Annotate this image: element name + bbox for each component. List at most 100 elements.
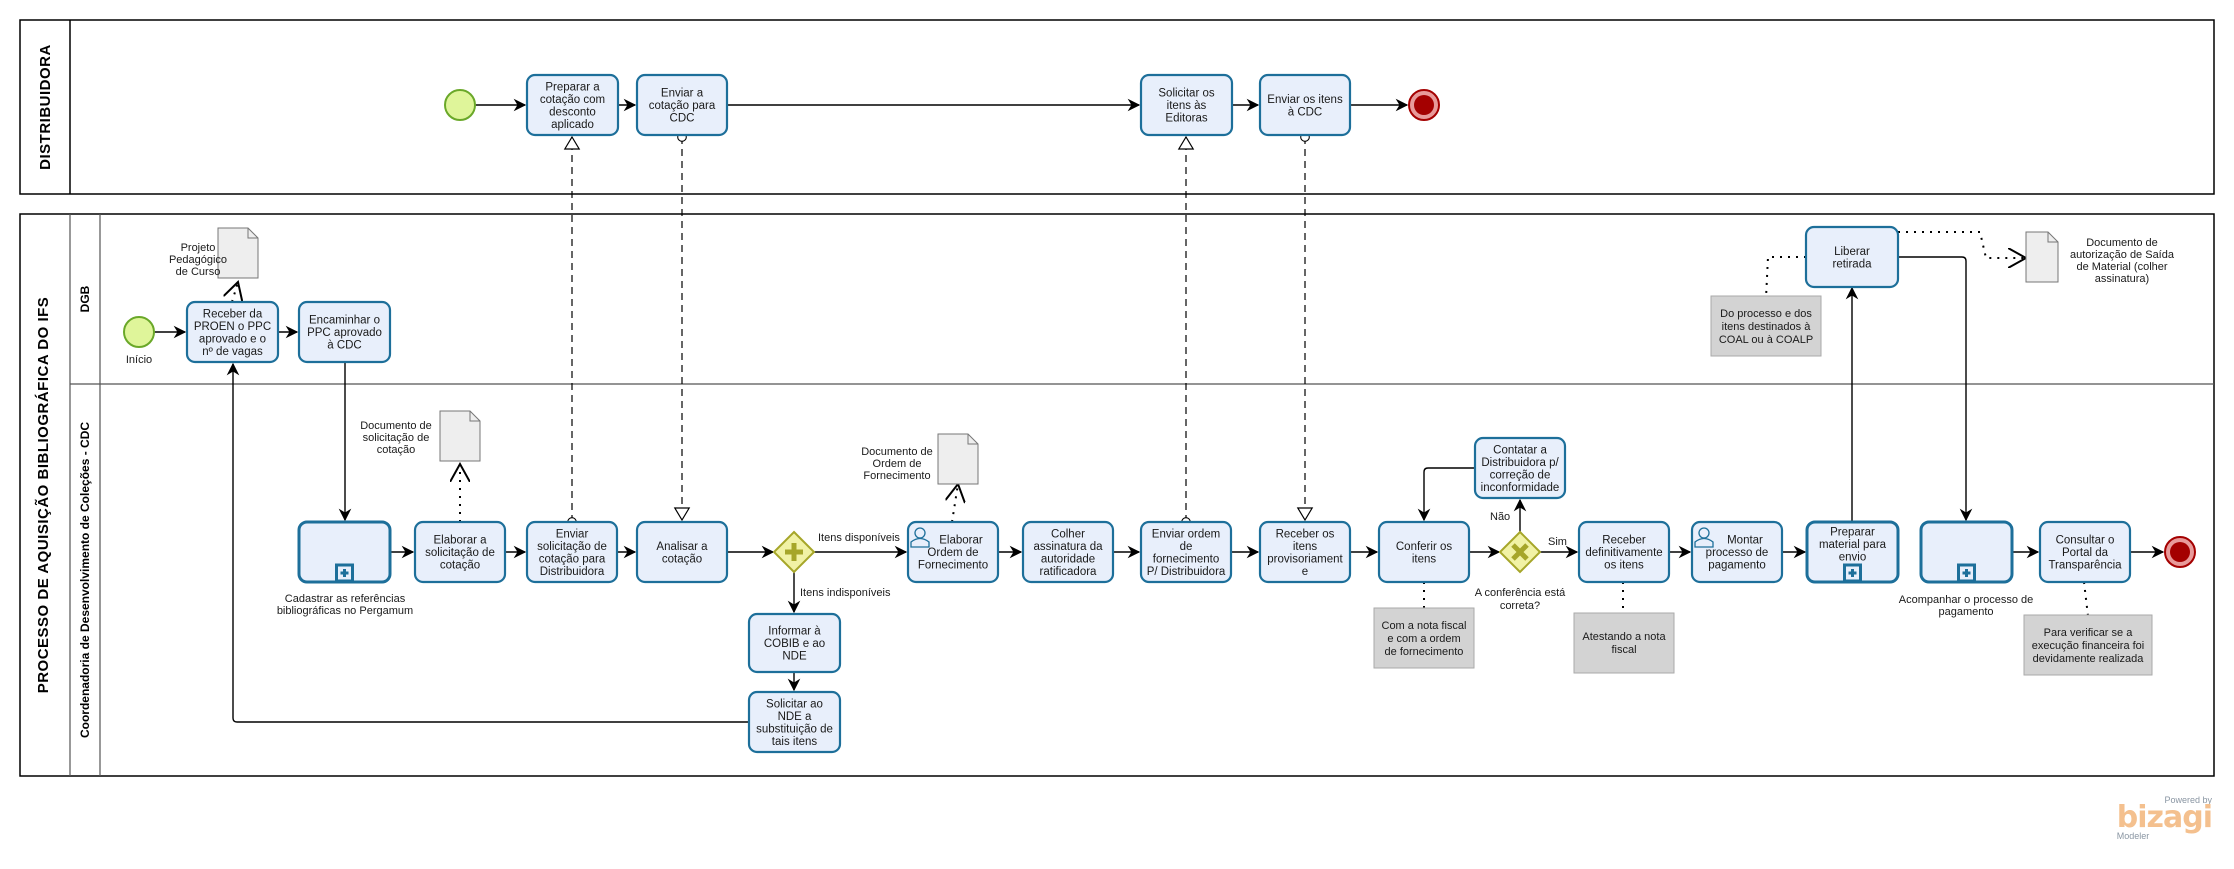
gateway-label-sim: Sim xyxy=(1548,536,1567,548)
task-label-line: Fornecimento xyxy=(918,560,988,572)
svg-text:solicitação de: solicitação de xyxy=(363,432,430,444)
task-label-line: e xyxy=(1302,566,1308,578)
task-label-line: Preparar xyxy=(1830,527,1875,539)
lane-title-dgb: DGB xyxy=(78,285,92,312)
document-autorizacao-saida: Documento de autorização de Saída de Mat… xyxy=(2025,231,2175,285)
svg-text:Atestando a nota: Atestando a nota xyxy=(1582,631,1666,643)
svg-text:Do processo e dos: Do processo e dos xyxy=(1720,308,1812,320)
task-label-line: Editoras xyxy=(1165,113,1207,125)
task-label-line: Analisar a xyxy=(656,541,708,553)
task-label-line: provisoriament xyxy=(1267,553,1343,565)
document-solicitacao-cotacao: Documento de solicitação de cotação xyxy=(360,410,481,462)
exclusive-gateway[interactable] xyxy=(1498,530,1542,574)
task-label-line: Encaminhar o xyxy=(309,315,380,327)
message-flows xyxy=(563,132,1314,527)
svg-text:devidamente realizada: devidamente realizada xyxy=(2033,653,2145,665)
gateway-question-line1: A conferência está xyxy=(1475,587,1566,599)
svg-text:Com a nota fiscal: Com a nota fiscal xyxy=(1382,620,1467,632)
gateway-label-nao: Não xyxy=(1490,511,1510,523)
task-label-line: aplicado xyxy=(551,119,594,131)
task-label-line: nº de vagas xyxy=(202,346,263,358)
svg-text:Projeto: Projeto xyxy=(181,242,216,254)
task-label-line: Informar à xyxy=(768,626,821,638)
document-ppc: Projeto Pedagógico de Curso xyxy=(169,227,259,279)
task-label-line: Contatar a xyxy=(1493,444,1547,456)
task-label-line: material para xyxy=(1819,539,1887,551)
svg-text:Para verificar se a: Para verificar se a xyxy=(2044,627,2134,639)
gateway-question-line2: correta? xyxy=(1500,600,1540,612)
subprocess-plus-icon[interactable] xyxy=(335,563,354,583)
task-label-line: substituição de xyxy=(756,723,833,735)
task-label-line: Preparar a xyxy=(545,81,600,93)
subprocess-plus-icon[interactable] xyxy=(1843,563,1862,583)
task-label-line: os itens xyxy=(1604,560,1644,572)
start-event-distribuidora xyxy=(444,89,476,121)
task-label-line: correção de xyxy=(1490,469,1551,481)
svg-text:cotação: cotação xyxy=(377,444,416,456)
task-label-line: solicitação de xyxy=(537,541,607,553)
svg-text:Documento de: Documento de xyxy=(861,446,933,458)
svg-text:de Curso: de Curso xyxy=(176,266,221,278)
task-label-line: pagamento xyxy=(1708,560,1766,572)
task-label-line: COBIB e ao xyxy=(764,638,825,650)
task-label-line: Enviar ordem xyxy=(1152,528,1220,540)
task-label-line: cotação xyxy=(440,560,480,572)
task-label-line: fornecimento xyxy=(1153,553,1219,565)
task-label-line: Solicitar ao xyxy=(766,698,823,710)
task-label-line: à CDC xyxy=(327,340,362,352)
svg-text:de fornecimento: de fornecimento xyxy=(1385,646,1464,658)
task-label-line: inconformidade xyxy=(1481,482,1560,494)
subprocess-label-acompanhar-2: pagamento xyxy=(1938,606,1993,618)
task-label-line: solicitação de xyxy=(425,547,495,559)
task-label-line: Enviar a xyxy=(661,88,704,100)
task-label-line: Colher xyxy=(1051,528,1085,540)
task-label-line: cotação com xyxy=(540,94,605,106)
svg-text:autorização de Saída: autorização de Saída xyxy=(2070,249,2175,261)
subprocess-plus-icon[interactable] xyxy=(1957,563,1976,583)
task-label-line: processo de xyxy=(1706,547,1769,559)
task-label-line: PPC aprovado xyxy=(307,327,382,339)
task-label-line: Elaborar a xyxy=(433,535,487,547)
pool-distribuidora: DISTRIBUIDORA xyxy=(19,19,2215,195)
task-cadastrar-sub[interactable] xyxy=(297,520,392,584)
subprocess-label-acompanhar-1: Acompanhar o processo de xyxy=(1899,594,2034,606)
sequence-flows xyxy=(154,98,2165,723)
task-label-line: Solicitar os xyxy=(1158,88,1214,100)
task-label-line: autoridade xyxy=(1041,553,1095,565)
parallel-gateway[interactable] xyxy=(772,530,816,574)
user-task-icon xyxy=(910,527,930,548)
task-label-line: Elaborar xyxy=(939,535,983,547)
annotation-conferir: Com a nota fiscal e com a ordem de forne… xyxy=(1373,607,1475,669)
task-label-line: Enviar os itens xyxy=(1267,94,1343,106)
task-label-line: Receber xyxy=(1602,535,1646,547)
task-label-line: Distribuidora xyxy=(540,566,605,578)
task-acompanhar-sub[interactable] xyxy=(1919,520,2014,584)
pool-processo: PROCESSO DE AQUISIÇÃO BIBLIOGRÁFICA DO I… xyxy=(19,213,2215,777)
task-label-line: Montar xyxy=(1727,535,1763,547)
task-label-line: Receber os xyxy=(1276,528,1335,540)
svg-text:itens destinados à: itens destinados à xyxy=(1722,321,1812,333)
task-label-line: NDE xyxy=(782,651,807,663)
